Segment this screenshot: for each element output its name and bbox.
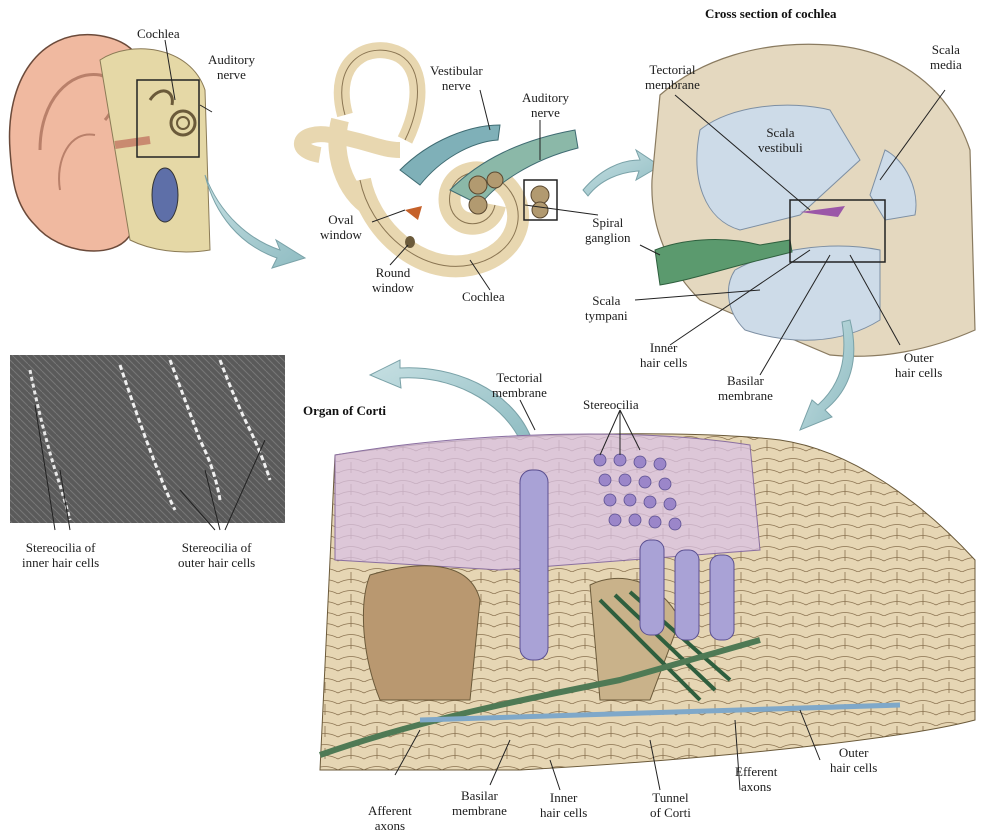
label-tectorial-membrane-1: Tectorial membrane <box>645 62 700 92</box>
label-scala-vestibuli: Scala vestibuli <box>758 125 803 155</box>
label-vestibular-nerve: Vestibular nerve <box>430 63 483 93</box>
label-scala-tympani: Scala tympani <box>585 293 628 323</box>
label-tunnel-of-corti: Tunnel of Corti <box>650 790 691 820</box>
arrow-ear-to-inner-ear <box>205 175 305 268</box>
label-auditory-nerve-2: Auditory nerve <box>522 90 569 120</box>
cross-section-title: Cross section of cochlea <box>705 6 837 22</box>
label-stereocilia: Stereocilia <box>583 397 639 412</box>
arrow-inner-ear-to-cross-section <box>583 150 660 196</box>
label-oval-window: Oval window <box>320 212 362 242</box>
label-cochlea-top: Cochlea <box>137 26 180 41</box>
sem-micrograph <box>10 355 285 530</box>
label-spiral-ganglion: Spiral ganglion <box>585 215 631 245</box>
cochlea-cross-section <box>652 44 975 356</box>
label-afferent-axons: Afferent axons <box>368 803 412 833</box>
label-outer-hair-cells-2: Outer hair cells <box>830 745 877 775</box>
organ-of-corti-illustration <box>320 400 975 790</box>
label-stereocilia-outer: Stereocilia of outer hair cells <box>178 540 255 570</box>
organ-of-corti-title: Organ of Corti <box>303 403 386 419</box>
label-basilar-membrane-2: Basilar membrane <box>452 788 507 818</box>
label-basilar-membrane-1: Basilar membrane <box>718 373 773 403</box>
label-inner-hair-cells-1: Inner hair cells <box>640 340 687 370</box>
label-round-window: Round window <box>372 265 414 295</box>
label-efferent-axons: Efferent axons <box>735 764 777 794</box>
label-tectorial-membrane-2: Tectorial membrane <box>492 370 547 400</box>
outer-ear-illustration <box>10 35 212 252</box>
label-outer-hair-cells-1: Outer hair cells <box>895 350 942 380</box>
label-stereocilia-inner: Stereocilia of inner hair cells <box>22 540 99 570</box>
label-scala-media: Scala media <box>930 42 962 72</box>
label-cochlea-mid: Cochlea <box>462 289 505 304</box>
label-auditory-nerve-1: Auditory nerve <box>208 52 255 82</box>
label-inner-hair-cells-2: Inner hair cells <box>540 790 587 820</box>
